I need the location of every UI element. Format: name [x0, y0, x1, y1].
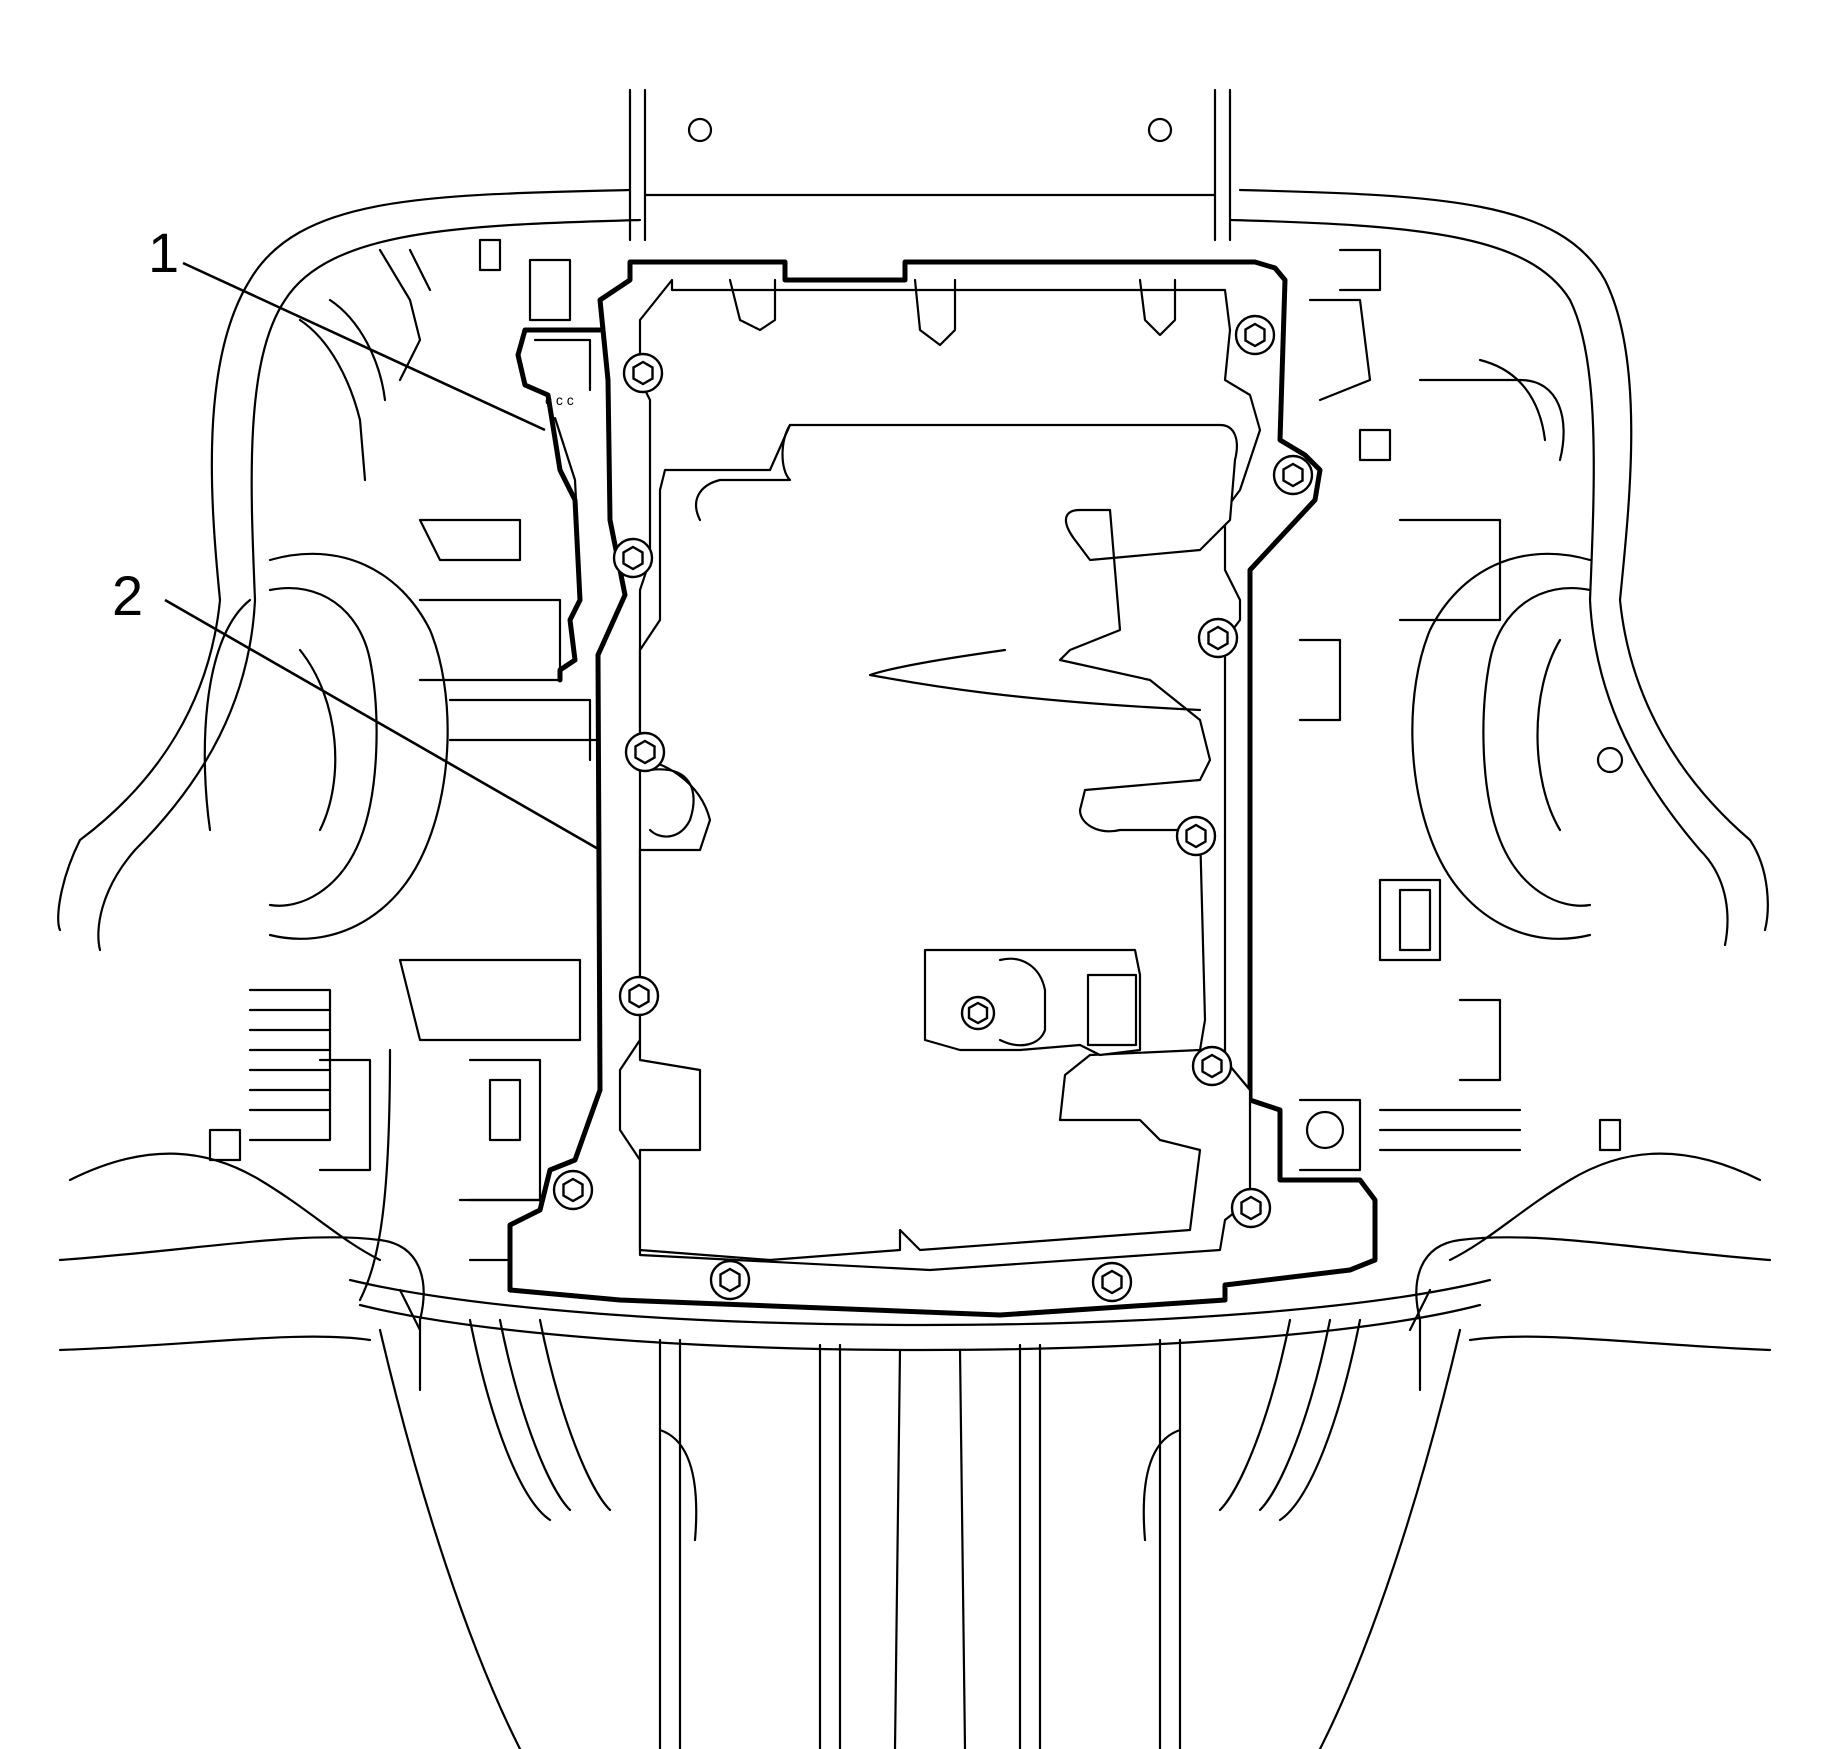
bolt — [552, 1169, 594, 1211]
bolt — [709, 1259, 751, 1301]
bracket-hole-right — [1147, 117, 1173, 143]
oil-pan-dome — [638, 423, 1238, 1262]
bracket-hole-left — [687, 117, 713, 143]
bolt — [1234, 314, 1276, 356]
left-engine-mount — [203, 552, 449, 940]
oil-pan-bolts — [552, 314, 1314, 1303]
right-engine-mount — [1411, 552, 1624, 940]
oil-level-sensor — [1086, 973, 1138, 1047]
sealant-marks: c c c — [545, 392, 574, 408]
lower-crossmember — [348, 1278, 1492, 1749]
callout-2-leader — [164, 598, 601, 852]
oil-pan — [507, 259, 1378, 1318]
bolt — [612, 537, 654, 579]
bolt — [624, 731, 666, 773]
callout-1: 1 — [148, 221, 546, 432]
left-engine-details — [208, 238, 602, 1302]
bolt — [1175, 815, 1217, 857]
subframe-outline — [57, 188, 1772, 1392]
bolt — [1091, 1261, 1133, 1303]
bolt — [1272, 454, 1314, 496]
callout-2: 2 — [112, 564, 601, 852]
drain-plug — [960, 995, 996, 1031]
callout-2-label: 2 — [112, 564, 143, 627]
top-bracket — [628, 88, 1232, 242]
bolt — [622, 352, 664, 394]
right-engine-details — [1298, 248, 1622, 1172]
bolt — [1230, 1187, 1272, 1229]
callout-1-label: 1 — [148, 221, 179, 284]
bolt — [1197, 617, 1239, 659]
bolt — [618, 975, 660, 1017]
sealant-region: c c c — [515, 327, 603, 683]
callout-1-leader — [182, 261, 546, 432]
bolt — [1191, 1045, 1233, 1087]
